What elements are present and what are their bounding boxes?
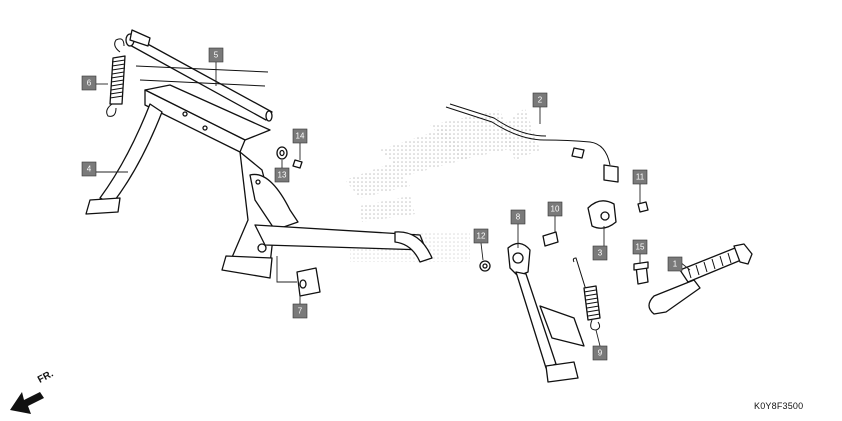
svg-text:1: 1 (673, 260, 678, 269)
pin-part (292, 159, 303, 169)
side-stand-spring-part (572, 257, 601, 331)
svg-text:9: 9 (598, 349, 603, 358)
stopper-rubber-part (296, 267, 321, 297)
callout-4: 4 (81, 161, 97, 177)
svg-text:7: 7 (298, 307, 303, 316)
callout-9: 9 (592, 345, 608, 361)
bolt-part-15 (633, 261, 649, 285)
washer-part-13 (276, 146, 288, 160)
svg-text:11: 11 (636, 173, 645, 182)
svg-text:2: 2 (538, 96, 543, 105)
svg-text:5: 5 (214, 51, 219, 60)
callout-12: 12 (473, 228, 489, 244)
callout-2: 2 (532, 92, 548, 108)
svg-text:6: 6 (87, 79, 92, 88)
svg-text:10: 10 (551, 205, 560, 214)
bolt-part-10 (542, 231, 559, 247)
callout-14: 14 (292, 128, 308, 144)
svg-text:12: 12 (477, 232, 486, 241)
svg-text:15: 15 (636, 243, 645, 252)
callout-3: 3 (592, 245, 608, 261)
washer-part-12 (479, 260, 491, 272)
switch-body-part (587, 200, 617, 229)
pivot-shaft-part (125, 29, 273, 122)
callout-15: 15 (632, 239, 648, 255)
callout-8: 8 (510, 209, 526, 225)
side-stand-part (507, 242, 585, 383)
callout-11: 11 (632, 169, 648, 185)
svg-text:8: 8 (516, 213, 521, 222)
svg-text:14: 14 (296, 132, 305, 141)
main-stand-part (85, 84, 433, 279)
svg-text:3: 3 (598, 249, 603, 258)
callout-13: 13 (274, 167, 290, 183)
main-stand-spring-part (106, 38, 126, 117)
honda-wing-watermark (345, 108, 540, 262)
callout-5: 5 (208, 47, 224, 63)
side-stand-switch-part (445, 103, 619, 183)
callout-6: 6 (81, 75, 97, 91)
callout-10: 10 (547, 201, 563, 217)
svg-text:4: 4 (87, 165, 92, 174)
svg-text:13: 13 (278, 171, 287, 180)
nut-part-11 (637, 201, 649, 213)
kick-starter-arm-part (648, 243, 753, 315)
leader-lines (96, 62, 691, 347)
callout-1: 1 (667, 256, 683, 272)
front-direction-arrow-icon (10, 392, 44, 414)
callout-7: 7 (292, 303, 308, 319)
diagram-code: K0Y8F3500 (754, 401, 804, 411)
